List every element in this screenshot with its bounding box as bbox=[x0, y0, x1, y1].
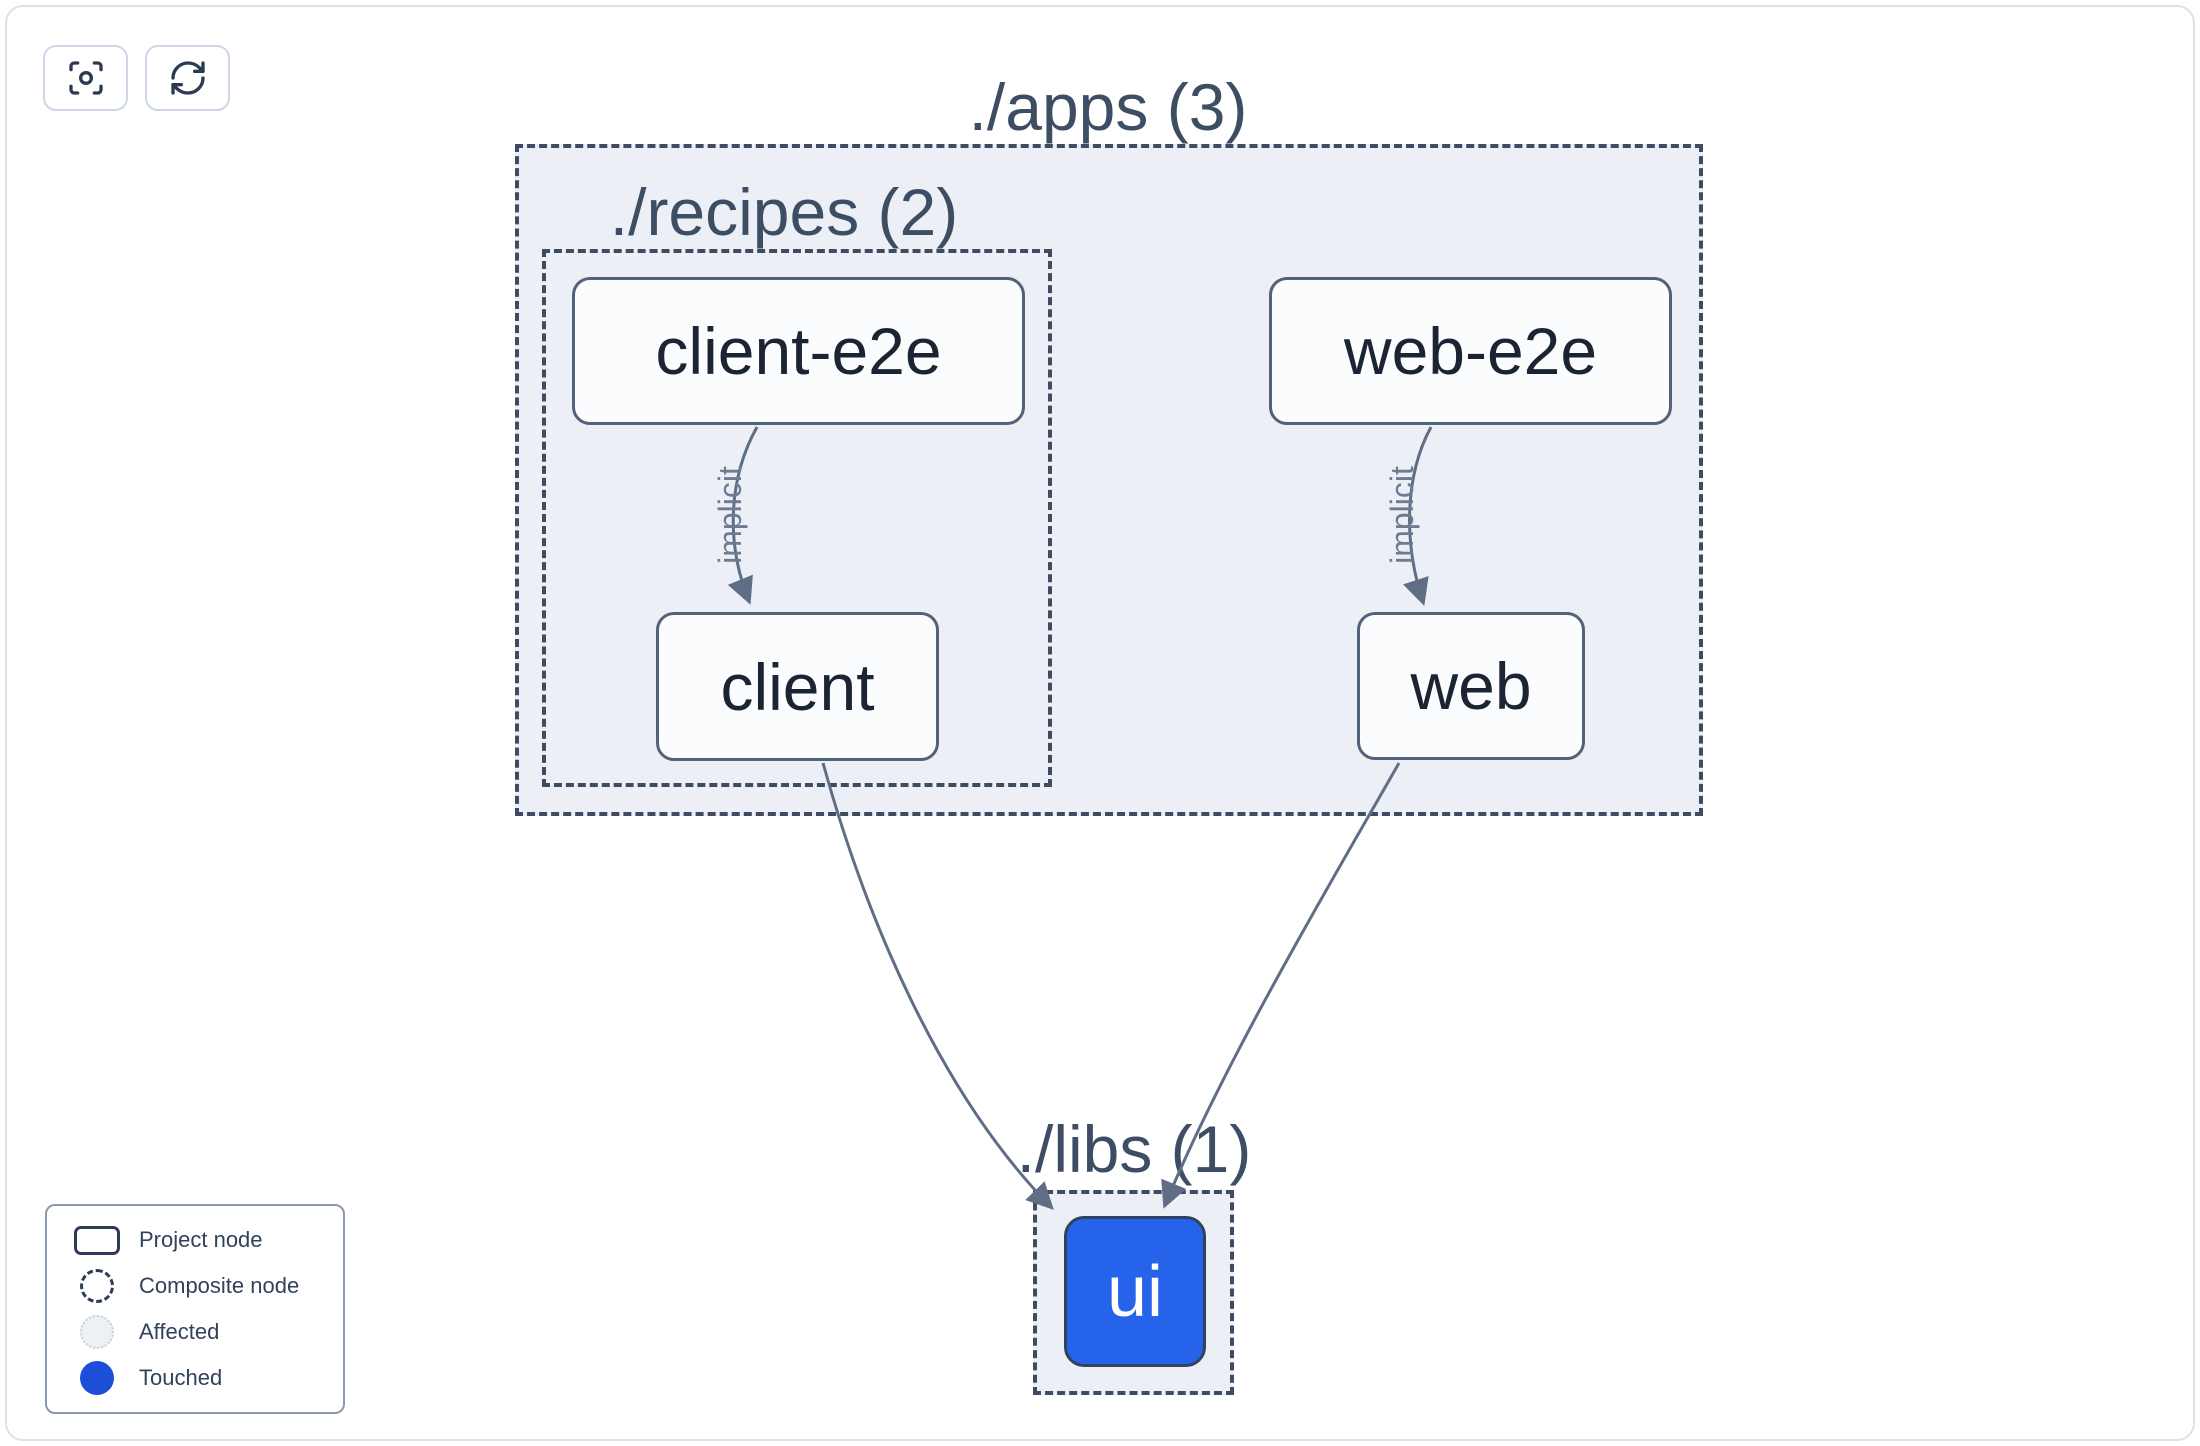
center-graph-button[interactable] bbox=[43, 45, 128, 111]
legend-item-affected: Affected bbox=[71, 1310, 343, 1354]
legend-label: Project node bbox=[139, 1227, 263, 1252]
legend-label: Composite node bbox=[139, 1273, 300, 1298]
project-node-client[interactable]: client bbox=[656, 612, 939, 761]
legend-item-composite-node: Composite node bbox=[71, 1264, 343, 1308]
project-node-ui-touched[interactable]: ui bbox=[1064, 1216, 1206, 1367]
touched-icon bbox=[80, 1361, 114, 1395]
affected-icon bbox=[80, 1315, 114, 1349]
focus-icon bbox=[68, 61, 103, 95]
composite-title-apps: ./apps (3) bbox=[968, 70, 1248, 144]
refresh-graph-button[interactable] bbox=[145, 45, 230, 111]
project-node-web-e2e[interactable]: web-e2e bbox=[1269, 277, 1672, 425]
refresh-icon bbox=[170, 61, 205, 95]
graph-canvas[interactable]: ./apps (3) ./recipes (2) ./libs (1) impl… bbox=[5, 5, 2195, 1441]
composite-node-recipes[interactable] bbox=[542, 249, 1052, 787]
legend-item-project-node: Project node bbox=[71, 1218, 343, 1262]
edges-layer bbox=[727, 426, 1433, 1210]
project-node-icon bbox=[74, 1225, 120, 1255]
composite-node-icon bbox=[80, 1269, 114, 1303]
edge-client-ui[interactable] bbox=[821, 762, 1054, 1210]
legend-item-touched: Touched bbox=[71, 1356, 343, 1400]
project-node-web[interactable]: web bbox=[1357, 612, 1585, 760]
legend-label: Touched bbox=[139, 1365, 223, 1390]
legend-label: Affected bbox=[139, 1319, 220, 1344]
edge-web-e2e-web[interactable] bbox=[1403, 426, 1433, 606]
legend-panel: Project node Composite node Affected Tou… bbox=[45, 1204, 345, 1414]
edge-client-e2e-client[interactable] bbox=[727, 426, 759, 605]
edge-web-ui[interactable] bbox=[1161, 762, 1401, 1209]
composite-title-libs: ./libs (1) bbox=[1016, 1112, 1252, 1186]
project-node-client-e2e[interactable]: client-e2e bbox=[572, 277, 1025, 425]
